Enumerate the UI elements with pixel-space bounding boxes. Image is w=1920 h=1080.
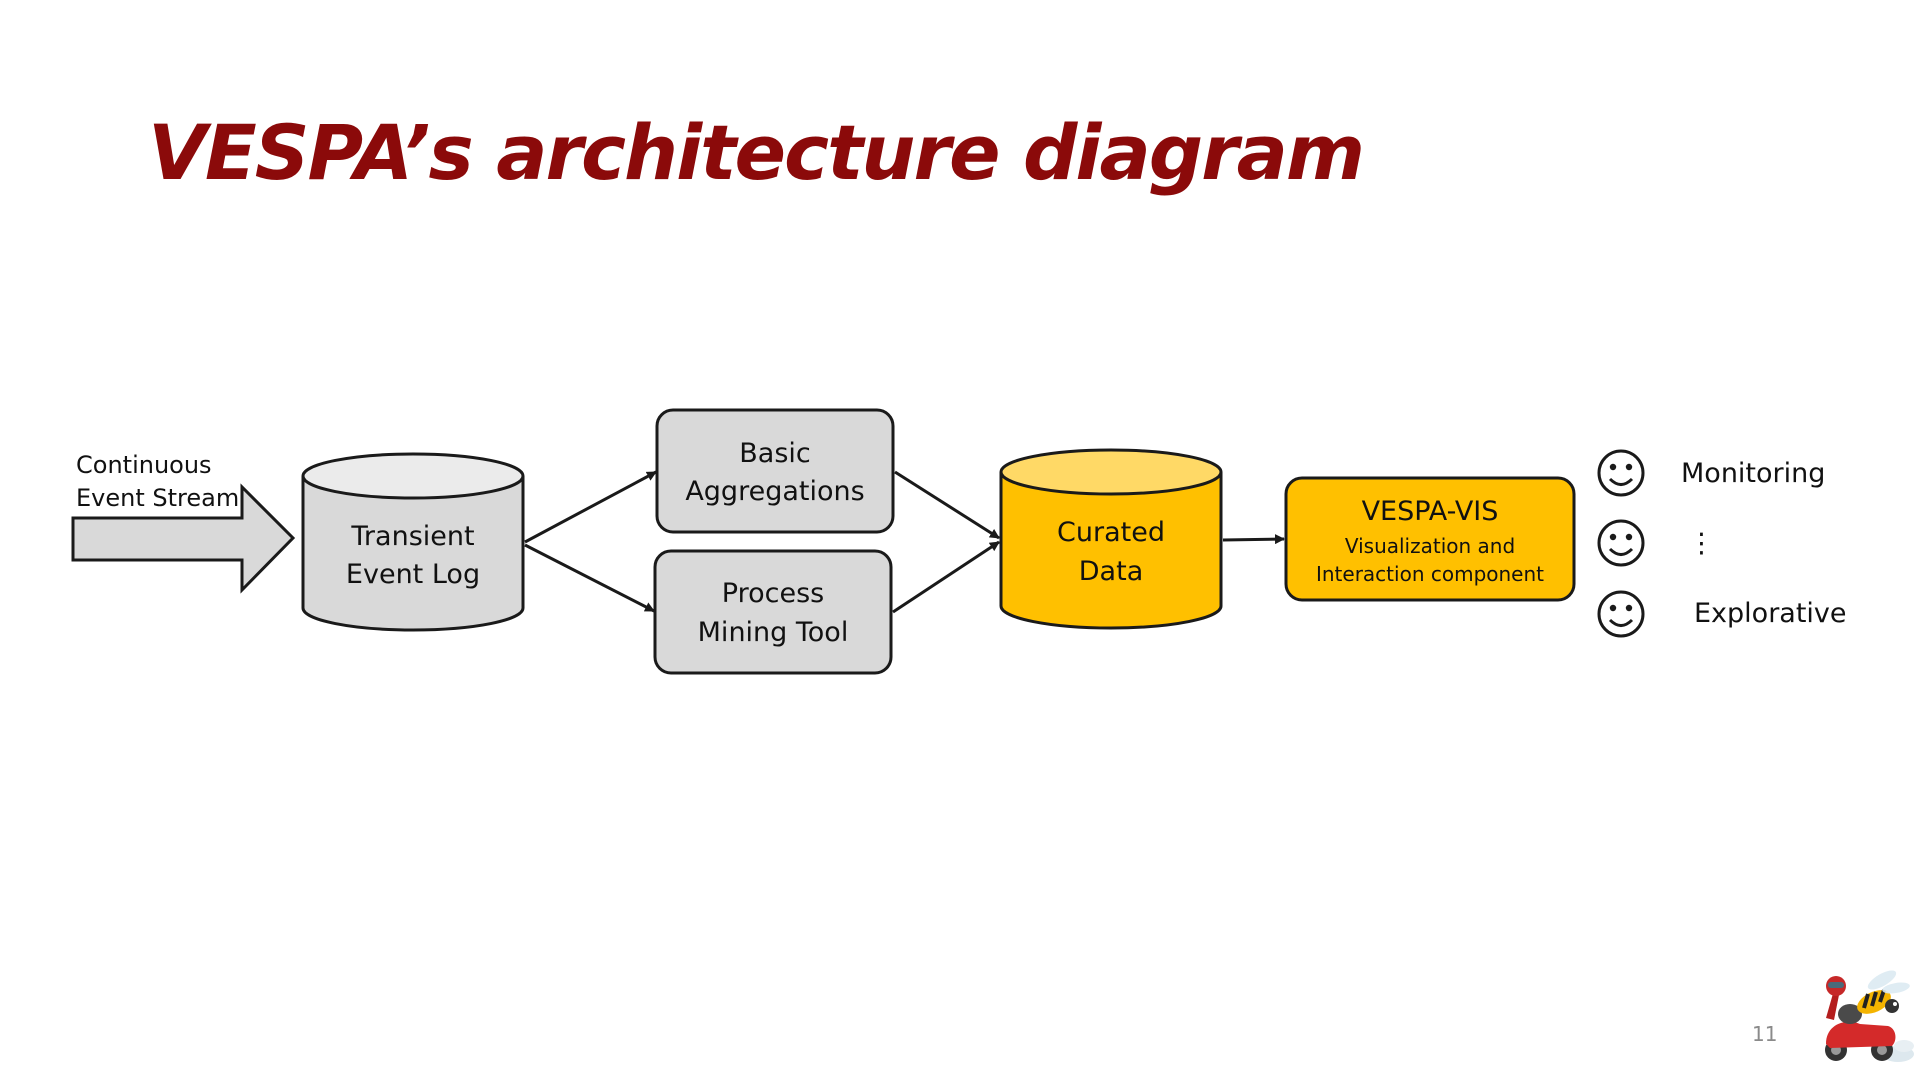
basic-aggregations-node: Basic Aggregations bbox=[655, 408, 895, 534]
wasp-scooter-mascot-icon bbox=[1825, 970, 1914, 1062]
smiley-icon bbox=[1597, 590, 1645, 638]
curated-data-node: Curated Data bbox=[999, 448, 1223, 630]
user-label-monitoring: Monitoring bbox=[1681, 458, 1825, 489]
arrow-aggregations-to-curated bbox=[894, 470, 1000, 540]
process-mining-line1: Process bbox=[722, 578, 824, 609]
smiley-icon bbox=[1597, 449, 1645, 497]
slide-title: VESPA’s architecture diagram bbox=[148, 108, 1365, 197]
vespa-vis-line2: Interaction component bbox=[1316, 562, 1544, 586]
user-label-explorative: Explorative bbox=[1694, 598, 1847, 629]
input-label-line1: Continuous bbox=[76, 451, 212, 479]
basic-aggregations-line2: Aggregations bbox=[685, 476, 864, 507]
arrow-process-mining-to-curated bbox=[892, 540, 1000, 614]
transient-event-log-node: Transient Event Log bbox=[301, 452, 525, 632]
curated-data-line1: Curated bbox=[1057, 517, 1165, 548]
vespa-vis-title: VESPA-VIS bbox=[1362, 496, 1499, 527]
input-stream-arrow bbox=[71, 483, 296, 594]
process-mining-tool-node: Process Mining Tool bbox=[653, 549, 893, 675]
transient-event-log-line2: Event Log bbox=[346, 559, 480, 590]
arrow-log-to-aggregations bbox=[524, 470, 657, 544]
smiley-icon bbox=[1597, 519, 1645, 567]
process-mining-line2: Mining Tool bbox=[698, 617, 849, 648]
transient-event-log-line1: Transient bbox=[350, 521, 474, 552]
arrow-log-to-process-mining bbox=[524, 543, 655, 613]
page-number: 11 bbox=[1752, 1022, 1778, 1046]
input-label-line2: Event Stream bbox=[76, 484, 239, 512]
vespa-vis-line1: Visualization and bbox=[1345, 534, 1515, 558]
basic-aggregations-line1: Basic bbox=[739, 438, 810, 469]
user-label-ellipsis: ⋮ bbox=[1688, 528, 1715, 559]
curated-data-line2: Data bbox=[1079, 556, 1143, 587]
vespa-vis-node: VESPA-VIS Visualization and Interaction … bbox=[1284, 476, 1576, 602]
arrow-curated-to-vespa-vis bbox=[1222, 534, 1285, 545]
